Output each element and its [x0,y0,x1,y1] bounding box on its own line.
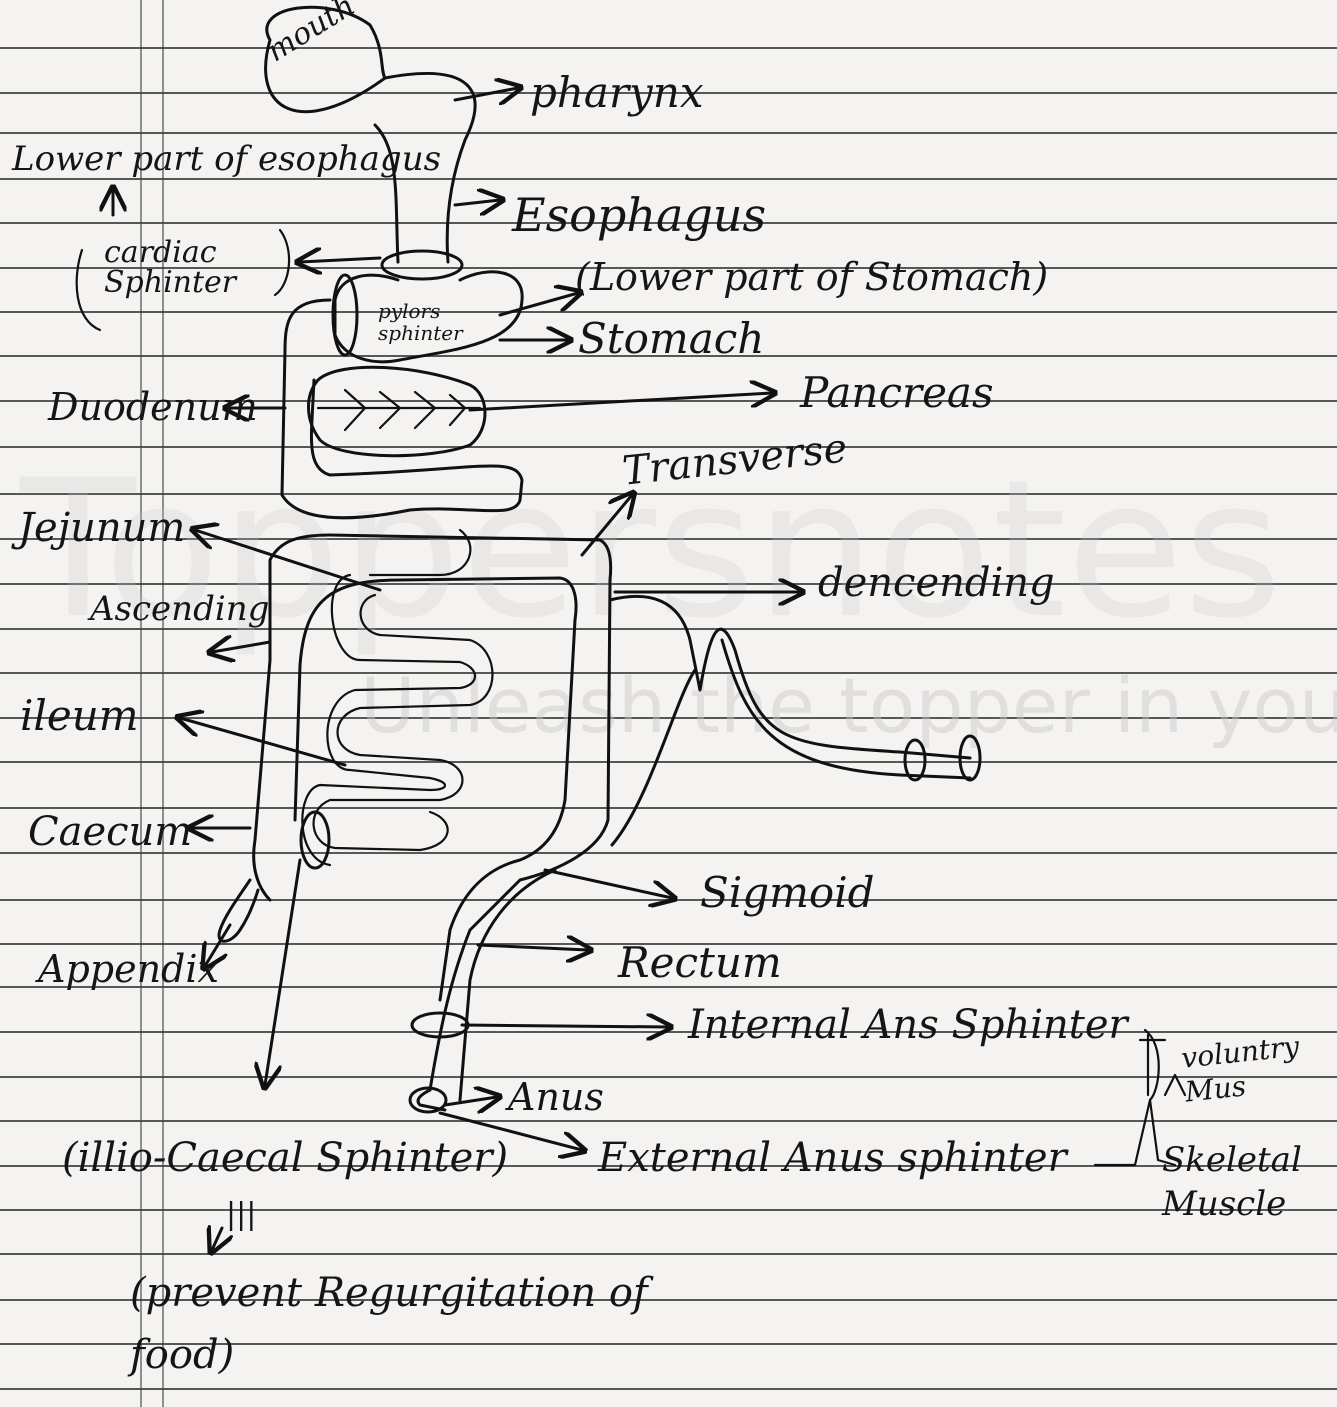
small-intestine-coils [314,595,493,850]
voluntary-arrow [1165,1075,1185,1095]
label-esophagus: Esophagus [512,192,766,238]
arrow-pharynx [455,88,518,100]
label-cardiac-sphincter: cardiac Sphinter [104,238,254,298]
pylorus-sphincter-ring [333,275,357,355]
label-skeletal-muscle: Skeletal Muscle [1162,1138,1322,1226]
label-ascending: Ascending [90,592,269,626]
label-ileum: ileum [20,695,139,737]
colon-end-ring [905,740,925,780]
label-voluntary-muscle: voluntry Mus [1180,1028,1316,1109]
arrow-ileocaecal [265,860,300,1085]
label-stomach: Stomach [578,318,764,360]
arrow-sigmoid [545,870,672,898]
arrow-rectum [478,945,588,950]
pancreas-hatch [318,390,480,430]
arrow-pancreas [470,393,772,410]
ascending-colon [254,660,300,900]
therefore-mark: ||| [226,1200,256,1230]
descending-colon-loop [610,596,970,845]
label-descending: dencending [818,563,1055,603]
small-intestine-coils [302,575,475,865]
label-pylorus-sphincter: pylors sphinter [378,300,488,344]
label-anus: Anus [508,1078,604,1116]
label-appendix: Appendix [38,950,219,988]
colon-outline [270,535,611,1090]
arrow-anus [445,1097,497,1105]
label-jejunum: Jejunum [18,508,185,548]
label-pancreas: Pancreas [800,372,994,414]
arrow-esophagus [455,200,500,205]
label-lower-esophagus: Lower part of esophagus [12,142,441,176]
arrow-cardiac-sphincter [300,258,380,262]
label-external-anus-sphincter: External Anus sphinter [598,1138,1067,1178]
label-prevent-regurgitation: (prevent Regurgitation of food) [130,1262,650,1386]
label-internal-anus-sphincter: Internal Ans Sphinter [688,1005,1128,1045]
arrow-ascending [212,642,270,652]
label-lower-stomach: (Lower part of Stomach) [575,258,1048,296]
label-caecum: Caecum [28,812,192,852]
label-pharynx: pharynx [530,72,704,114]
arrow-lower-stomach [500,293,578,315]
arrow-therefore [212,1228,222,1250]
label-ileocaecal-sphincter: (illio-Caecal Sphinter) [62,1138,508,1178]
label-rectum: Rectum [618,942,782,984]
label-sigmoid: Sigmoid [700,872,875,914]
rectum-tube [418,870,555,1110]
arrow-internal-sphincter [462,1025,668,1027]
label-duodenum: Duodenum [48,388,258,426]
arrow-jejunum [195,530,380,590]
cardiac-sphincter-ring [382,251,462,279]
